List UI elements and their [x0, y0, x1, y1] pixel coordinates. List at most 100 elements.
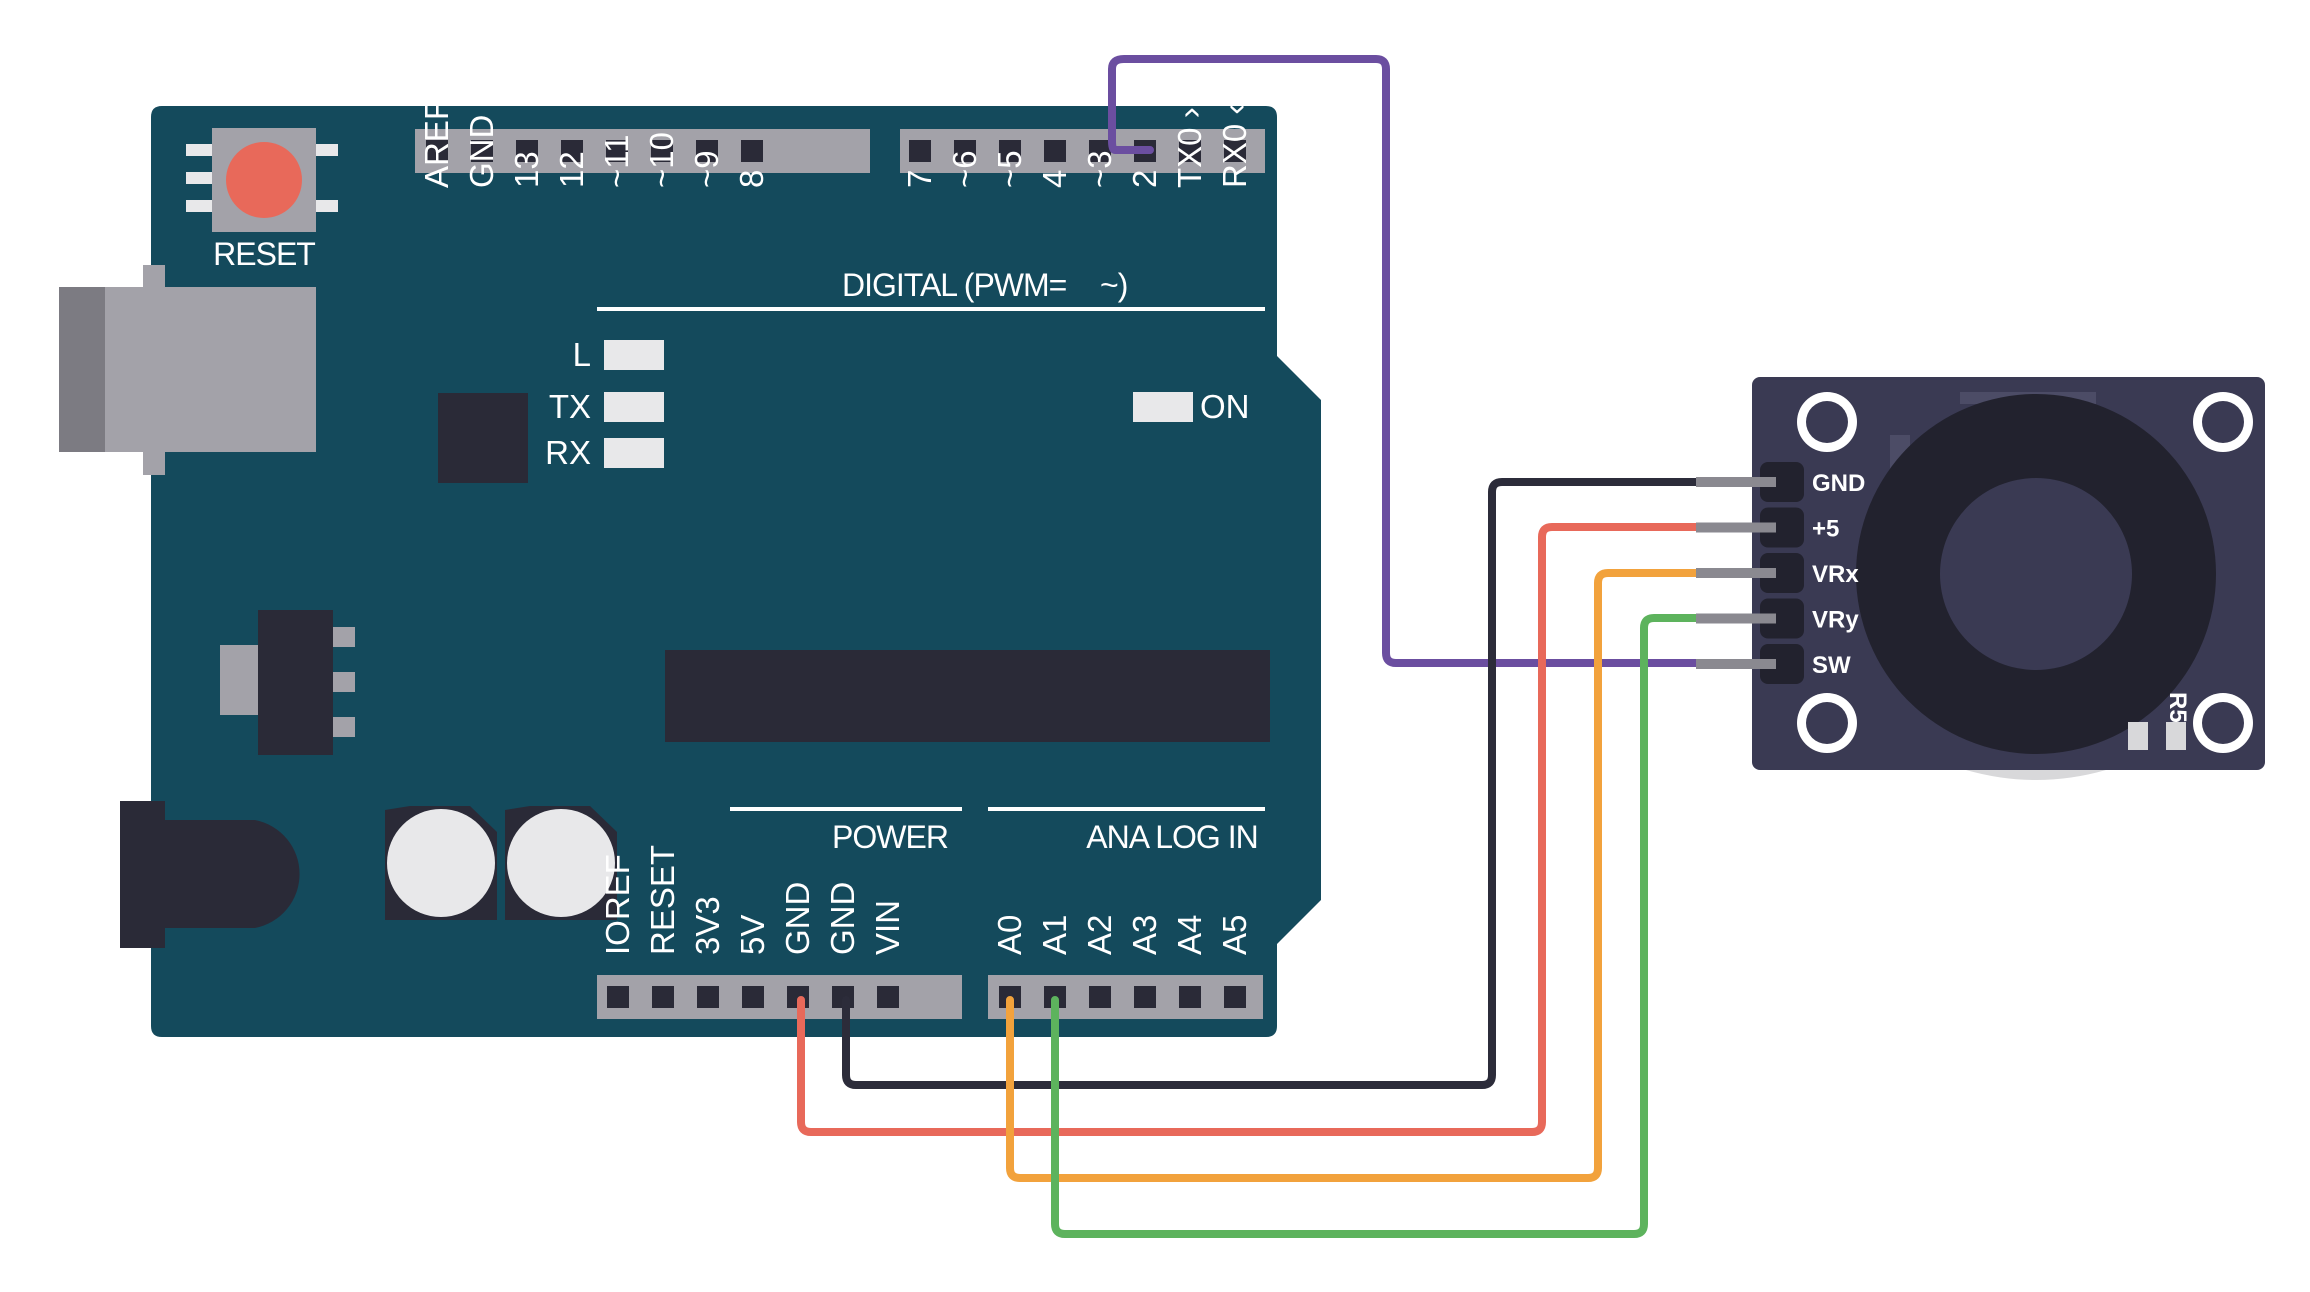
resistor-pad-2 [2166, 722, 2186, 750]
digital-pin-label: 4 [1036, 170, 1073, 188]
digital-pin-label: GND [463, 115, 500, 188]
digital-socket[interactable] [561, 140, 583, 162]
led-tx [604, 392, 664, 422]
digital-pin-label: ~11 [598, 134, 635, 188]
capacitors [385, 806, 617, 920]
digital-pin-label: ~3 [1081, 150, 1118, 188]
reset-label: RESET [213, 236, 315, 272]
wire-sw [1108, 55, 1704, 667]
digital-socket[interactable] [1179, 140, 1201, 162]
analog-pin-label: A2 [1081, 915, 1118, 955]
joystick-pin[interactable] [1760, 462, 1804, 502]
joystick-pin[interactable] [1760, 553, 1804, 593]
analog-header-label: ANA LOG IN [1086, 819, 1257, 855]
digital-left-sockets [426, 140, 763, 162]
board-pcb [151, 106, 1321, 1037]
digital-socket[interactable] [954, 140, 976, 162]
digital-pin-label: ~9 [688, 150, 725, 188]
joystick-pin-tip [1696, 659, 1776, 669]
resistor-pad-1 [2128, 722, 2148, 750]
analog-socket[interactable] [1134, 986, 1156, 1008]
digital-pin-label: ~10 [643, 132, 680, 188]
silkscreen-r5: R5 [2164, 692, 2191, 723]
analog-pin-label: A4 [1171, 915, 1208, 955]
joystick-pin-tip [1696, 613, 1776, 624]
power-socket[interactable] [697, 986, 719, 1008]
digital-pin-label: ~6 [946, 150, 983, 188]
digital-header-label-tail: ~) [1100, 267, 1127, 303]
digital-socket[interactable] [696, 140, 718, 162]
digital-socket[interactable] [741, 140, 763, 162]
analog-pin-label: A3 [1126, 915, 1163, 955]
led-label-rx: RX [545, 434, 591, 471]
reset-button[interactable] [186, 128, 338, 232]
led-label-on: ON [1200, 388, 1250, 425]
digital-pin-label: ~5 [991, 150, 1028, 188]
analog-socket[interactable] [1179, 986, 1201, 1008]
wire-vrx [1006, 569, 1704, 1182]
digital-socket[interactable] [999, 140, 1021, 162]
wires [797, 55, 1704, 1238]
power-socket[interactable] [742, 986, 764, 1008]
power-socket[interactable] [877, 986, 899, 1008]
analog-socket[interactable] [1089, 986, 1111, 1008]
digital-pin-label: 8 [733, 170, 770, 188]
led-label-tx: TX [549, 388, 591, 425]
digital-right-sockets [909, 140, 1246, 162]
power-pin-label: 5V [734, 915, 771, 955]
digital-pin-label: AREF [418, 100, 455, 188]
joystick-pin-header [1760, 462, 1804, 684]
digital-pin-label: 13 [508, 151, 545, 188]
analog-socket[interactable] [1224, 986, 1246, 1008]
digital-socket[interactable] [606, 140, 628, 162]
power-pin-label: VIN [869, 900, 906, 955]
voltage-regulator [220, 610, 355, 755]
digital-socket[interactable] [1224, 140, 1246, 162]
digital-socket[interactable] [909, 140, 931, 162]
joystick-pin[interactable] [1760, 644, 1804, 684]
power-socket[interactable] [652, 986, 674, 1008]
digital-socket[interactable] [1044, 140, 1066, 162]
mounting-holes [1797, 392, 2253, 753]
joystick-knob[interactable] [1940, 478, 2132, 670]
power-pin-label: GND [779, 882, 816, 955]
wire-vry [1051, 614, 1704, 1238]
digital-pin-label: TX0 › 1 [1171, 80, 1208, 188]
led-indicators: L TX RX ON [545, 336, 1249, 471]
reset-button-cap[interactable] [226, 142, 302, 218]
analog-pin-label: A0 [991, 915, 1028, 955]
joystick-pin[interactable] [1760, 507, 1804, 548]
digital-pin-label: 12 [553, 151, 590, 188]
usb-chip [438, 393, 528, 483]
wire-gnd [842, 478, 1704, 1089]
joystick-pin[interactable] [1760, 598, 1804, 639]
digital-socket[interactable] [471, 140, 493, 162]
digital-header-label: DIGITAL (PWM= [842, 267, 1067, 303]
joystick-pin-label: +5 [1812, 516, 1839, 543]
led-on [1133, 392, 1193, 422]
digital-socket[interactable] [651, 140, 673, 162]
joystick-pin-tip [1696, 568, 1776, 578]
barrel-jack [120, 801, 300, 948]
digital-socket[interactable] [426, 140, 448, 162]
analog-header [988, 975, 1263, 1019]
power-header [597, 975, 962, 1019]
digital-socket[interactable] [1089, 140, 1111, 162]
joystick-pin-label: SW [1812, 652, 1851, 679]
power-header-label: POWER [832, 819, 948, 855]
joystick-pin-tip [1696, 477, 1776, 487]
power-pin-label: IOREF [599, 854, 636, 955]
power-socket[interactable] [607, 986, 629, 1008]
led-l [604, 340, 664, 370]
power-pin-label: GND [824, 882, 861, 955]
joystick-pin-label: VRx [1812, 561, 1859, 588]
digital-socket[interactable] [516, 140, 538, 162]
joystick-pin-tips [1696, 477, 1776, 669]
